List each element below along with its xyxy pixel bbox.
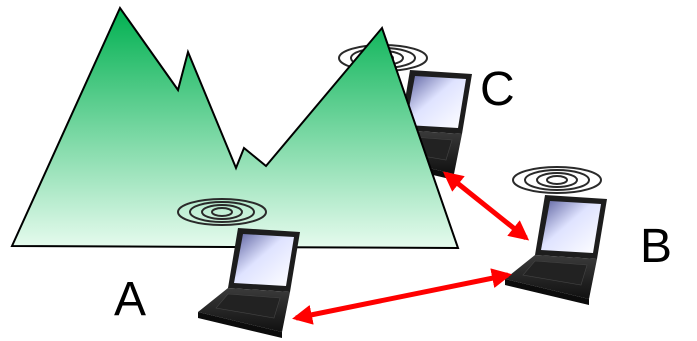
link-a-b-arrow <box>292 268 512 325</box>
link-c-b-arrow <box>442 171 530 241</box>
node-label-a: A <box>114 273 146 326</box>
mountain-obstacle <box>10 5 460 250</box>
node-label-c: C <box>480 63 515 116</box>
laptop-b <box>504 194 608 306</box>
wireless-waves-b-icon <box>512 166 602 194</box>
node-label-b: B <box>640 220 672 273</box>
